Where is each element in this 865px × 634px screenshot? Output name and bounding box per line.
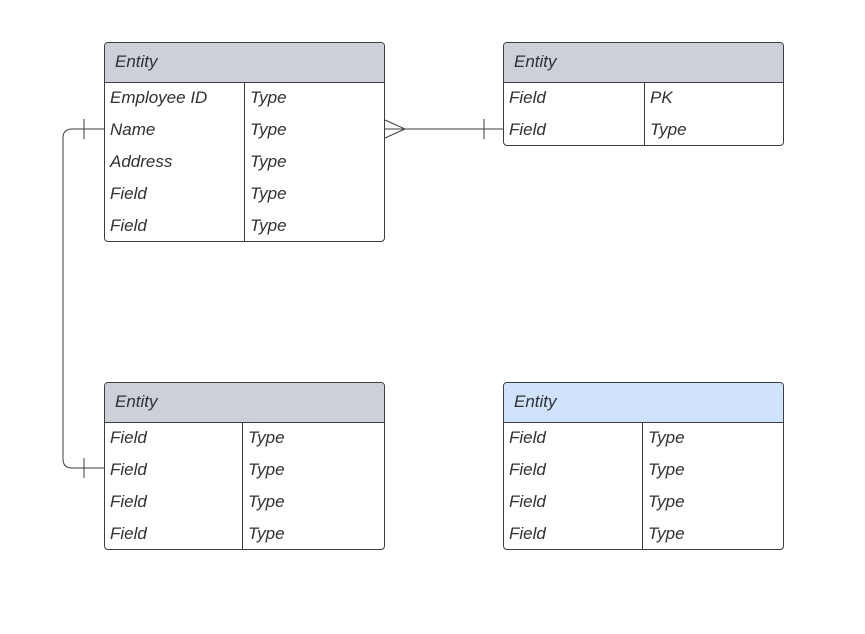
entity-header[interactable]: Entity [105, 383, 384, 423]
field-name[interactable]: Field [509, 428, 546, 447]
relationship-line-employee-to-bottom-left[interactable] [62, 119, 104, 478]
field-type[interactable]: Type [248, 428, 285, 447]
column-divider [642, 423, 643, 549]
entity-row[interactable]: Field Type [504, 455, 783, 487]
field-name[interactable]: Field [110, 428, 147, 447]
field-name[interactable]: Employee ID [110, 88, 208, 107]
field-name[interactable]: Field [110, 184, 147, 203]
entity-header[interactable]: Entity [504, 383, 783, 423]
field-name[interactable]: Name [110, 120, 156, 139]
field-type[interactable]: Type [650, 120, 687, 139]
entity-row[interactable]: Field Type [504, 487, 783, 519]
entity-table-bottom-right[interactable]: Entity Field Type Field Type Field Type … [503, 382, 784, 550]
field-type[interactable]: Type [248, 460, 285, 479]
entity-row[interactable]: Field Type [105, 179, 384, 211]
entity-row[interactable]: Field Type [105, 455, 384, 487]
column-divider [244, 83, 245, 241]
field-name[interactable]: Field [110, 460, 147, 479]
field-type[interactable]: Type [250, 120, 287, 139]
field-name[interactable]: Field [509, 88, 546, 107]
entity-fields: Field Type Field Type Field Type Field T… [504, 423, 783, 549]
entity-header[interactable]: Entity [105, 43, 384, 83]
field-type[interactable]: Type [648, 492, 685, 511]
entity-row[interactable]: Field Type [105, 487, 384, 519]
field-type[interactable]: Type [648, 428, 685, 447]
entity-row[interactable]: Field PK [504, 83, 783, 115]
field-type[interactable]: Type [648, 524, 685, 543]
field-name[interactable]: Field [509, 492, 546, 511]
entity-table-top-right[interactable]: Entity Field PK Field Type [503, 42, 784, 146]
field-name[interactable]: Field [509, 120, 546, 139]
entity-row[interactable]: Name Type [105, 115, 384, 147]
field-type[interactable]: Type [250, 152, 287, 171]
field-name[interactable]: Field [110, 492, 147, 511]
column-divider [242, 423, 243, 549]
entity-row[interactable]: Field Type [504, 519, 783, 549]
field-type[interactable]: Type [248, 524, 285, 543]
entity-row[interactable]: Employee ID Type [105, 83, 384, 115]
field-type[interactable]: Type [250, 184, 287, 203]
entity-row[interactable]: Field Type [105, 519, 384, 549]
field-type[interactable]: Type [248, 492, 285, 511]
entity-fields: Field Type Field Type Field Type Field T… [105, 423, 384, 549]
entity-table-employee[interactable]: Entity Employee ID Type Name Type Addres… [104, 42, 385, 242]
entity-table-bottom-left[interactable]: Entity Field Type Field Type Field Type … [104, 382, 385, 550]
entity-fields: Employee ID Type Name Type Address Type … [105, 83, 384, 241]
entity-row[interactable]: Field Type [504, 115, 783, 145]
field-type[interactable]: Type [648, 460, 685, 479]
entity-header[interactable]: Entity [504, 43, 783, 83]
field-name[interactable]: Field [509, 524, 546, 543]
entity-row[interactable]: Field Type [504, 423, 783, 455]
entity-row[interactable]: Field Type [105, 423, 384, 455]
entity-fields: Field PK Field Type [504, 83, 783, 145]
connector-line[interactable] [62, 128, 104, 469]
crows-foot-many-marker [384, 119, 407, 139]
entity-row[interactable]: Field Type [105, 211, 384, 241]
field-name[interactable]: Field [110, 216, 147, 235]
field-name[interactable]: Address [110, 152, 173, 171]
column-divider [644, 83, 645, 145]
field-name[interactable]: Field [509, 460, 546, 479]
field-type[interactable]: Type [250, 216, 287, 235]
field-type[interactable]: Type [250, 88, 287, 107]
entity-row[interactable]: Address Type [105, 147, 384, 179]
relationship-line-employee-to-top-right[interactable] [384, 119, 503, 139]
field-name[interactable]: Field [110, 524, 147, 543]
field-type[interactable]: PK [650, 88, 673, 107]
